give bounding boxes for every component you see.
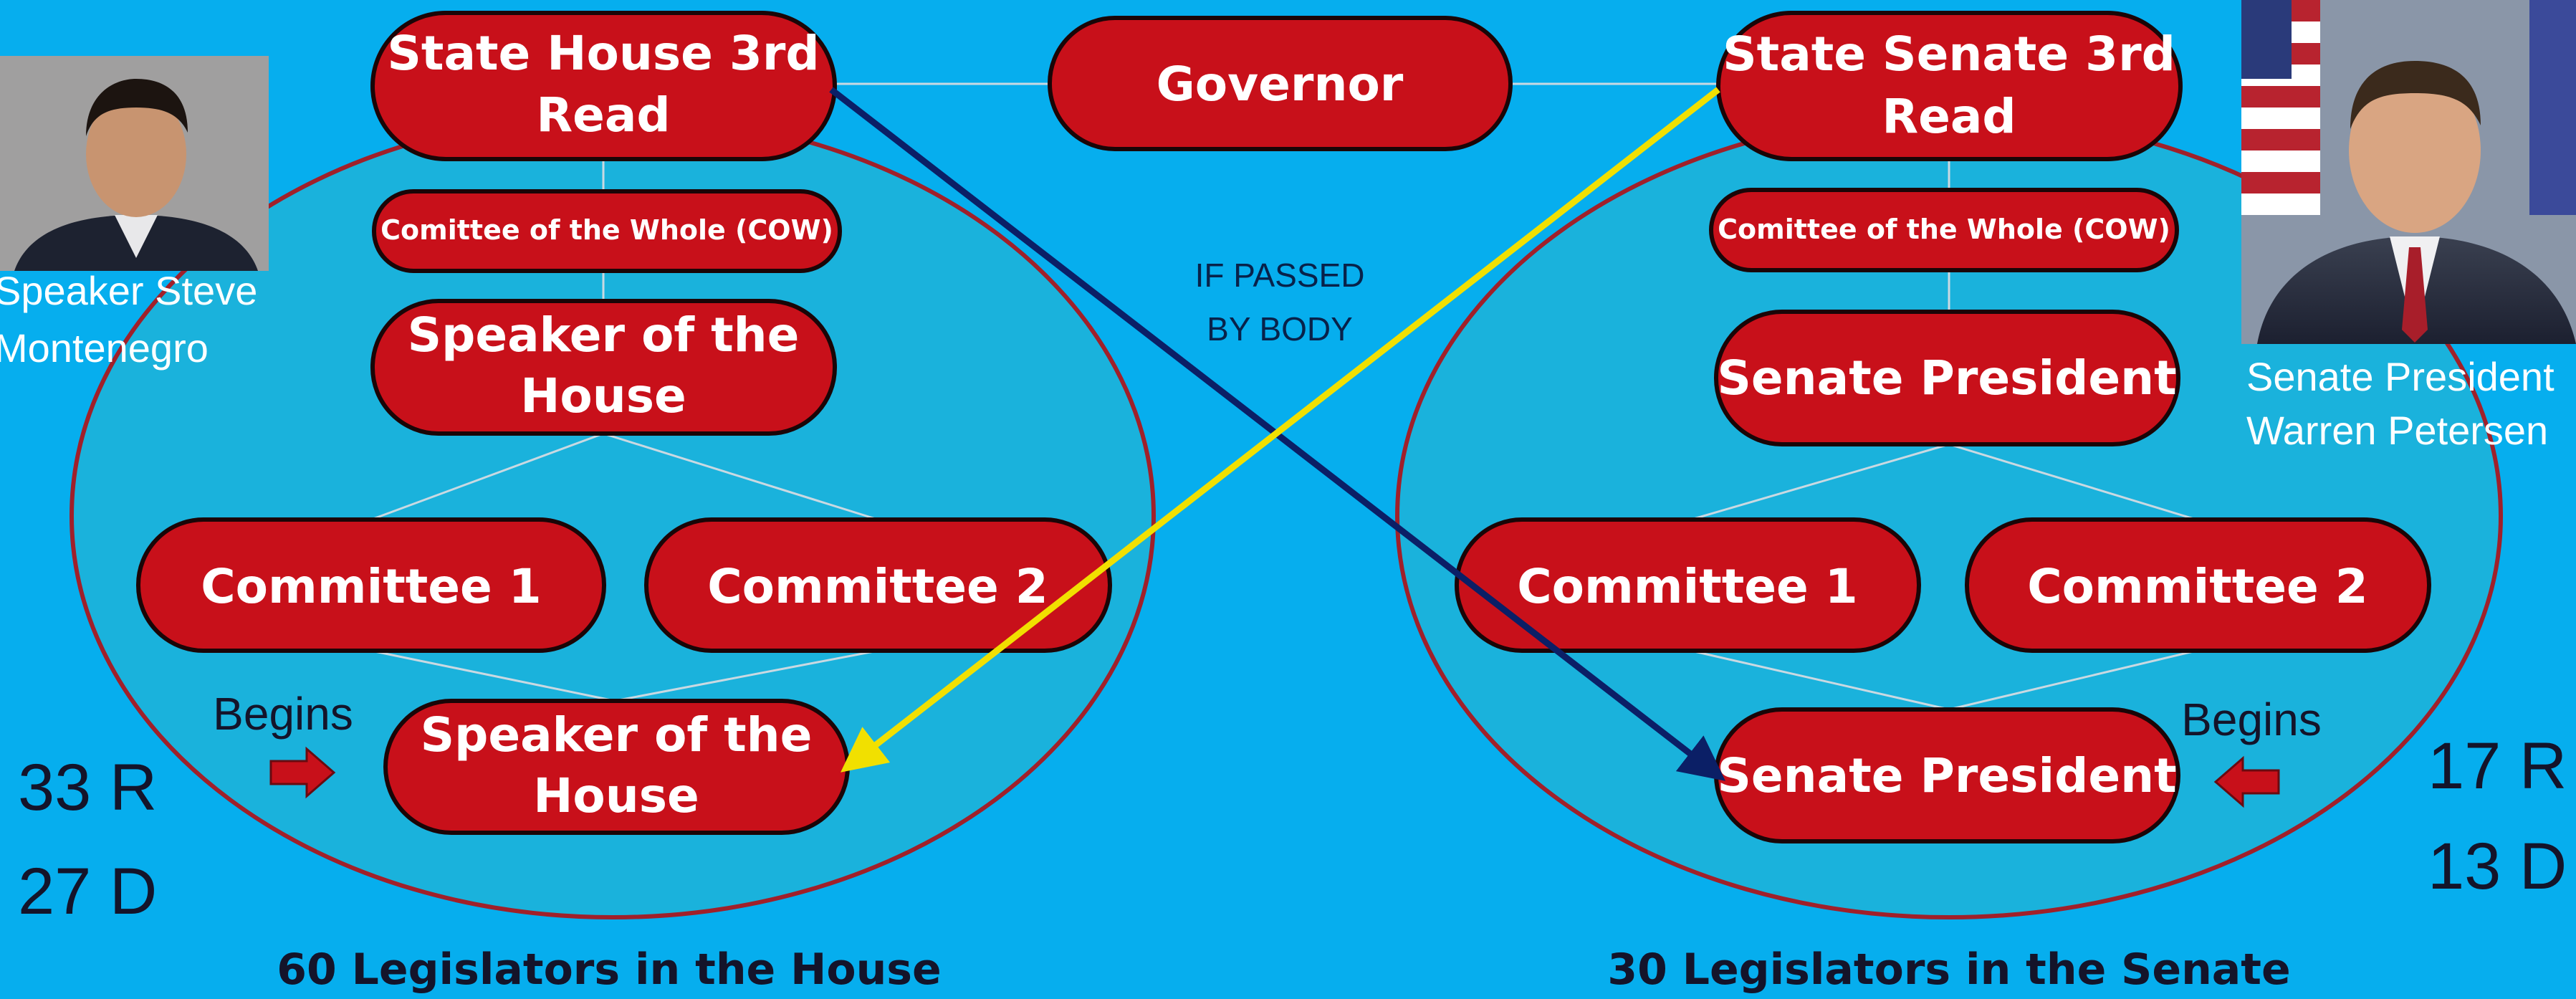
house-speaker-start-pill[interactable]: Speaker of the House (383, 699, 850, 835)
senate-committee-2-label: Committee 2 (2027, 559, 2367, 614)
senate-cow-label: Comittee of the Whole (COW) (1718, 214, 2170, 245)
condition-line1: IF PASSED (1195, 257, 1365, 294)
house-committee-1-pill[interactable]: Committee 1 (136, 517, 606, 653)
senate-third-read-line2: Read (1882, 89, 2016, 144)
governor-label: Governor (1157, 57, 1404, 112)
house-leader-caption-line2: Montenegro (0, 325, 209, 371)
senate-to-house-arrow (841, 87, 1720, 773)
senate-begins-label: Begins (2181, 694, 2322, 745)
senate-democrat-count: 13 D (2428, 830, 2567, 903)
governor-pill[interactable]: Governor (1048, 16, 1513, 151)
house-third-read-line1: State House 3rd (387, 26, 819, 81)
house-democrat-count: 27 D (18, 855, 157, 928)
senate-president-start-label: Senate President (1717, 748, 2176, 803)
house-begins-label: Begins (213, 688, 353, 740)
senate-begins-arrow-icon (2213, 755, 2280, 808)
senate-president-label: Senate President (1717, 350, 2176, 406)
senate-cow-pill[interactable]: Comittee of the Whole (COW) (1709, 188, 2179, 272)
house-committee-2-label: Committee 2 (707, 559, 1048, 614)
house-committee-2-pill[interactable]: Committee 2 (644, 517, 1112, 653)
senate-committee-1-label: Committee 1 (1517, 559, 1857, 614)
senate-leader-caption-line1: Senate President (2246, 354, 2555, 399)
senate-third-read-line1: State Senate 3rd (1723, 27, 2175, 82)
senate-footer: 30 Legislators in the Senate (1607, 945, 2290, 995)
senate-third-read-pill[interactable]: State Senate 3rd Read (1716, 11, 2183, 161)
senate-committee-1-pill[interactable]: Committee 1 (1455, 517, 1921, 653)
house-leader-caption-line1: Speaker Steve (0, 268, 257, 313)
house-third-read-pill[interactable]: State House 3rd Read (370, 11, 837, 161)
connector-lines (370, 82, 2197, 711)
house-speaker-start-line1: Speaker of the (421, 707, 813, 763)
house-begins-arrow-icon (269, 746, 336, 799)
house-third-read-line2: Read (536, 87, 670, 143)
senate-committee-2-pill[interactable]: Committee 2 (1965, 517, 2431, 653)
flag-icon (2241, 0, 2320, 215)
senate-president-start-pill[interactable]: Senate President (1714, 707, 2180, 843)
senate-republican-count: 17 R (2428, 730, 2567, 803)
condition-line2: BY BODY (1207, 310, 1353, 348)
senate-leader-photo (2241, 0, 2576, 344)
house-republican-count: 33 R (18, 751, 157, 824)
house-leader-photo (0, 56, 269, 271)
house-speaker-pill[interactable]: Speaker of the House (370, 299, 837, 436)
house-cow-label: Comittee of the Whole (COW) (380, 214, 833, 246)
house-footer: 60 Legislators in the House (277, 945, 941, 995)
senate-leader-caption-line2: Warren Petersen (2246, 408, 2548, 453)
house-cow-pill[interactable]: Comittee of the Whole (COW) (372, 189, 842, 273)
house-speaker-start-line2: House (533, 768, 699, 823)
house-committee-1-label: Committee 1 (201, 559, 541, 614)
senate-president-pill[interactable]: Senate President (1714, 310, 2180, 446)
house-speaker-line1: Speaker of the (408, 307, 800, 363)
house-speaker-line2: House (520, 368, 686, 424)
